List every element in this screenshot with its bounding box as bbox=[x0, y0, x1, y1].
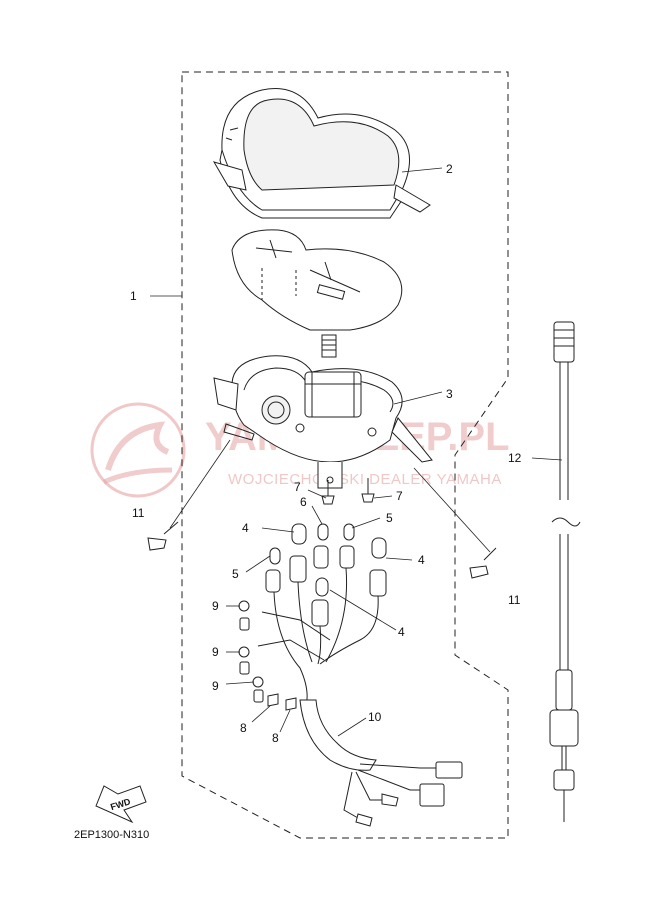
screw-11-left bbox=[147, 439, 231, 551]
callout-2: 2 bbox=[446, 162, 453, 176]
callout-1: 1 bbox=[130, 289, 137, 303]
callout-5: 5 bbox=[386, 511, 393, 525]
connector bbox=[435, 761, 463, 779]
socket bbox=[311, 599, 329, 627]
callouts: 1 2 3 4 4 4 5 5 6 7 7 8 8 9 9 9 10 11 11… bbox=[130, 162, 522, 745]
bulb-group bbox=[265, 523, 387, 627]
meter-case bbox=[213, 355, 433, 489]
callout-6: 6 bbox=[300, 495, 307, 509]
bulb-4-lower bbox=[315, 577, 329, 597]
bulb-4-right bbox=[371, 537, 387, 559]
callout-12: 12 bbox=[508, 451, 522, 465]
socket bbox=[265, 569, 281, 593]
diagram-code: 2EP1300-N310 bbox=[74, 829, 149, 841]
spacers-9 bbox=[238, 600, 264, 703]
speedometer-cable bbox=[549, 321, 581, 822]
watermark-logo bbox=[90, 402, 186, 498]
screws-8 bbox=[267, 693, 297, 711]
callout-11: 11 bbox=[508, 593, 521, 607]
bulb-5-left bbox=[269, 547, 281, 565]
callout-4: 4 bbox=[242, 521, 249, 535]
watermark-dealer: WOJCIECHOWSKI DEALER YAMAHA bbox=[228, 471, 502, 488]
leader-lines bbox=[150, 167, 563, 737]
fwd-arrow: FWD bbox=[95, 785, 147, 824]
meter-plate bbox=[231, 229, 403, 358]
socket bbox=[369, 569, 387, 597]
bulb-6 bbox=[317, 523, 329, 541]
callout-5: 5 bbox=[232, 567, 239, 581]
bulb-5-top bbox=[343, 523, 355, 541]
callout-9: 9 bbox=[212, 645, 219, 659]
screw-7-right bbox=[361, 478, 375, 503]
callout-4: 4 bbox=[418, 553, 425, 567]
callout-8: 8 bbox=[272, 731, 279, 745]
callout-11: 11 bbox=[132, 506, 145, 520]
screw-11-right bbox=[413, 467, 497, 579]
callout-7: 7 bbox=[294, 480, 301, 494]
socket bbox=[289, 555, 307, 583]
bulb-4-top bbox=[291, 523, 307, 545]
callout-10: 10 bbox=[368, 710, 382, 724]
callout-7: 7 bbox=[396, 489, 403, 503]
callout-9: 9 bbox=[212, 599, 219, 613]
wire-harness bbox=[257, 567, 463, 827]
socket bbox=[339, 545, 355, 569]
socket bbox=[313, 545, 329, 569]
meter-cover bbox=[212, 88, 431, 219]
connector bbox=[419, 783, 445, 807]
screw-7-left bbox=[321, 480, 335, 505]
callout-9: 9 bbox=[212, 679, 219, 693]
callout-8: 8 bbox=[240, 721, 247, 735]
callout-4: 4 bbox=[398, 625, 405, 639]
callout-3: 3 bbox=[446, 387, 453, 401]
